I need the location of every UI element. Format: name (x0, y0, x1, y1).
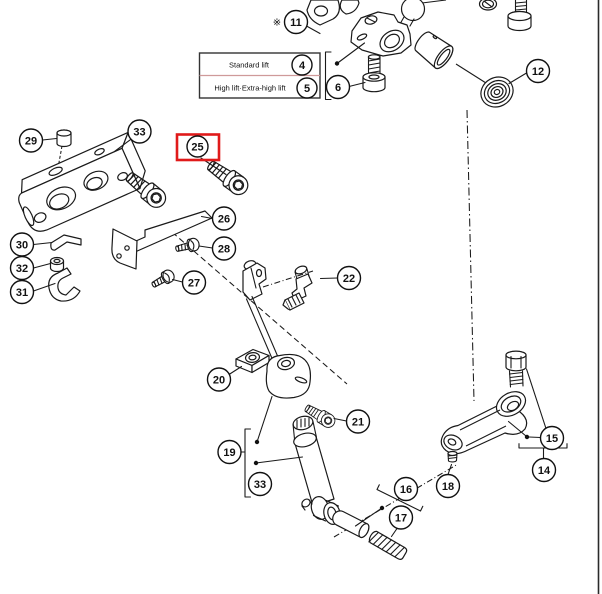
callout-31[interactable]: 31 (9, 279, 35, 305)
link-rod-33 (292, 415, 341, 525)
bracket-lift-table (324, 51, 332, 101)
svg-text:33: 33 (133, 127, 145, 139)
bushing-cylinder (414, 31, 454, 70)
bracket-block-assembly (18, 129, 253, 302)
assembly-dots (253, 61, 530, 511)
svg-text:14: 14 (538, 465, 551, 477)
callout-21[interactable]: 21 (345, 409, 371, 434)
leader-lines (32, 25, 547, 538)
crank-arm-assembly (440, 350, 528, 463)
yoke-bore (313, 5, 329, 17)
callout-27[interactable]: 27 (181, 270, 207, 295)
callout-16[interactable]: 16 (393, 476, 419, 502)
svg-text:21: 21 (352, 417, 364, 429)
svg-text:5: 5 (304, 83, 310, 95)
callout-30[interactable]: 30 (9, 232, 35, 257)
hook-part-31 (48, 267, 81, 302)
callout-5[interactable]: 5 (296, 77, 318, 99)
upper-link-clamp (242, 260, 267, 301)
lift-table-row-standard: Standard lift (229, 61, 270, 70)
callout-15[interactable]: 15 (539, 425, 565, 451)
callout-11[interactable]: 11 (283, 9, 309, 35)
svg-text:27: 27 (188, 278, 200, 290)
callout-22[interactable]: 22 (336, 265, 362, 291)
svg-text:33: 33 (254, 479, 266, 491)
reference-mark: ※ (273, 18, 281, 29)
screw-part-6 (362, 54, 386, 93)
crank-arm-14 (440, 391, 528, 455)
svg-text:4: 4 (299, 60, 306, 72)
block-part-33 (18, 131, 146, 232)
bracket-19 (244, 428, 252, 498)
svg-text:26: 26 (218, 214, 230, 226)
center-lines (57, 0, 487, 538)
callout-12[interactable]: 12 (525, 58, 551, 84)
svg-text:30: 30 (16, 240, 28, 252)
bearing-part-12 (480, 76, 514, 108)
svg-text:32: 32 (16, 263, 28, 275)
callout-25[interactable]: 25 (186, 135, 209, 158)
pin-and-stud (332, 510, 408, 561)
svg-text:29: 29 (25, 136, 37, 148)
crank-part-22 (282, 265, 313, 311)
upper-clamp-assembly (306, 0, 532, 108)
group-brackets (244, 51, 568, 512)
bolt-part-15 (505, 350, 527, 388)
callout-26[interactable]: 26 (211, 206, 237, 231)
callout-33-bottom[interactable]: 33 (247, 471, 273, 497)
callout-6[interactable]: 6 (325, 74, 351, 100)
cap-part-29 (56, 129, 72, 148)
svg-text:19: 19 (223, 447, 235, 459)
set-screw-18 (447, 450, 458, 463)
partial-link (339, 0, 360, 15)
eccentric-block (265, 353, 312, 399)
svg-text:28: 28 (218, 244, 230, 256)
svg-text:12: 12 (532, 66, 544, 78)
plate-part-30 (50, 234, 82, 251)
lift-table: Standard lift High lift·Extra-high lift … (198, 52, 321, 99)
callout-14[interactable]: 14 (531, 457, 557, 483)
threaded-stud-17 (368, 530, 408, 561)
svg-text:17: 17 (395, 513, 407, 525)
callout-20[interactable]: 20 (206, 367, 232, 392)
svg-text:15: 15 (546, 433, 558, 445)
callout-18[interactable]: 18 (435, 473, 461, 499)
svg-text:25: 25 (191, 142, 203, 154)
screw-part-25 (203, 156, 253, 199)
partial-screws-top-right (478, 0, 532, 32)
svg-text:11: 11 (290, 17, 302, 29)
bracket-16 (376, 484, 424, 512)
square-nut-20 (235, 348, 270, 374)
ball-stud (400, 0, 426, 22)
callout-32[interactable]: 32 (9, 255, 35, 281)
callout-28[interactable]: 28 (211, 236, 237, 261)
callout-19[interactable]: 19 (217, 439, 242, 465)
svg-text:6: 6 (335, 82, 341, 94)
bracket-14 (518, 443, 568, 459)
lift-table-row-high: High lift·Extra-high lift (214, 84, 286, 93)
callout-4[interactable]: 4 (291, 54, 313, 76)
bushing-part-32 (49, 256, 65, 273)
pin-part (332, 510, 370, 539)
svg-text:22: 22 (343, 273, 355, 285)
svg-text:18: 18 (442, 481, 454, 493)
svg-text:20: 20 (213, 375, 225, 387)
callout-33-top[interactable]: 33 (127, 119, 152, 144)
svg-text:31: 31 (16, 287, 28, 299)
callout-29[interactable]: 29 (18, 128, 44, 153)
highlight-box-25 (175, 133, 221, 162)
screw-part-28 (173, 236, 201, 256)
callout-17[interactable]: 17 (388, 505, 414, 530)
svg-text:16: 16 (400, 484, 412, 496)
